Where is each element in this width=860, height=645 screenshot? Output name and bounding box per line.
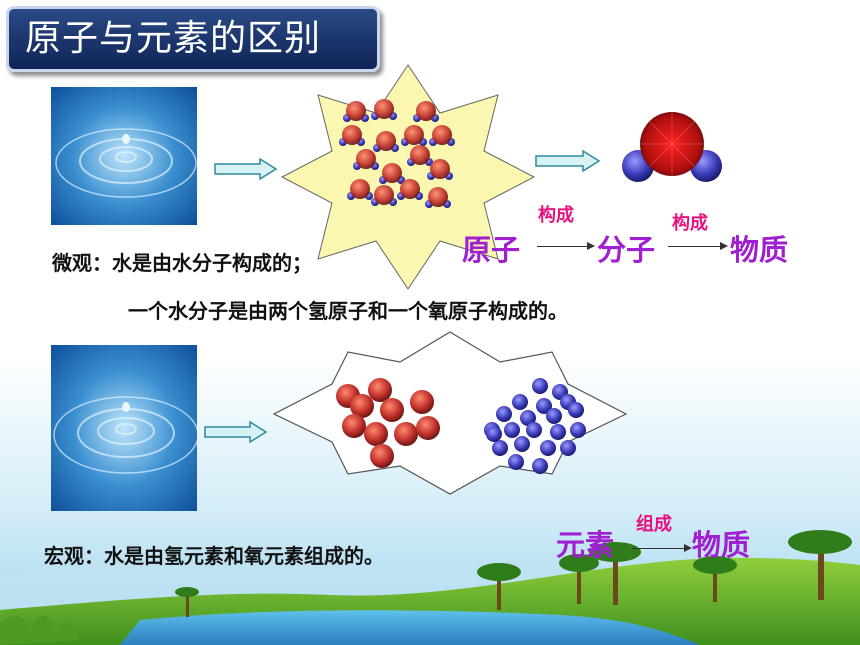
hydrogen-atom-icon bbox=[568, 402, 584, 418]
chain-arrow-2 bbox=[668, 242, 728, 250]
water-molecule-icon bbox=[425, 187, 451, 208]
oxygen-atom-icon bbox=[370, 444, 394, 468]
oxygen-atom-icon bbox=[342, 414, 366, 438]
hydrogen-atom-icon bbox=[492, 440, 508, 456]
hydrogen-atom-icon bbox=[532, 458, 548, 474]
oxygen-atom-icon bbox=[394, 422, 418, 446]
hydrogen-atom-icon bbox=[520, 410, 536, 426]
hydrogen-atom-icon bbox=[536, 398, 552, 414]
micro-text-2: 一个水分子是由两个氢原子和一个氧原子构成的。 bbox=[128, 299, 568, 323]
chain-arrow-3 bbox=[632, 544, 692, 552]
chain-matter-macro: 物质 bbox=[692, 528, 751, 562]
hydrogen-atom-icon bbox=[550, 424, 566, 440]
water-molecule-icon bbox=[343, 101, 369, 122]
chain-arrow-1 bbox=[537, 242, 595, 250]
oxygen-atom-icon bbox=[350, 394, 374, 418]
water-molecule-icon bbox=[347, 179, 373, 200]
relation-label-1: 构成 bbox=[538, 205, 574, 226]
water-molecule-icon bbox=[353, 149, 379, 170]
hydrogen-atom-icon bbox=[486, 426, 502, 442]
hydrogen-atom-icon bbox=[570, 422, 586, 438]
water-molecule-icon bbox=[622, 112, 722, 182]
relation-label-2: 构成 bbox=[672, 213, 708, 234]
water-molecule-icon bbox=[401, 125, 427, 146]
oxygen-atom-icon bbox=[416, 416, 440, 440]
molecules-star-diagram bbox=[280, 64, 536, 290]
arrow-right-icon bbox=[214, 158, 278, 180]
relation-label-3: 组成 bbox=[636, 514, 672, 535]
oxygen-atom-icon bbox=[368, 378, 392, 402]
macro-text: 宏观：水是由氢元素和氧元素组成的。 bbox=[44, 544, 384, 568]
hydrogen-atom-icon bbox=[514, 436, 530, 452]
chain-atom: 原子 bbox=[462, 233, 521, 267]
water-molecule-icon bbox=[339, 125, 365, 146]
hydrogen-atom-icon bbox=[546, 408, 562, 424]
hydrogen-atom-icon bbox=[532, 378, 548, 394]
water-molecule-icon bbox=[373, 131, 399, 152]
water-molecule-icon bbox=[429, 125, 455, 146]
hydrogen-atom-icon bbox=[512, 394, 528, 410]
water-molecule-icon bbox=[397, 179, 423, 200]
water-molecule-icon bbox=[427, 159, 453, 180]
oxygen-atom-icon bbox=[410, 390, 434, 414]
hydrogen-atom-icon bbox=[526, 422, 542, 438]
oxygen-atom-icon bbox=[364, 422, 388, 446]
chain-element: 元素 bbox=[556, 528, 615, 562]
oxygen-atom-icon bbox=[380, 398, 404, 422]
hydrogen-atom-icon bbox=[504, 422, 520, 438]
micro-text-1: 微观：水是由水分子构成的； bbox=[52, 251, 312, 275]
chain-molecule: 分子 bbox=[597, 233, 656, 267]
hydrogen-atom-icon bbox=[560, 440, 576, 456]
water-ripple-image bbox=[51, 345, 197, 511]
water-ripple-image bbox=[51, 87, 197, 225]
chain-matter: 物质 bbox=[730, 233, 789, 267]
arrow-right-icon bbox=[204, 421, 268, 443]
hydrogen-atom-icon bbox=[496, 406, 512, 422]
hydrogen-atom-icon bbox=[540, 440, 556, 456]
hydrogen-atom-icon bbox=[508, 454, 524, 470]
atoms-star-diagram bbox=[272, 331, 628, 495]
water-molecule-icon bbox=[413, 101, 439, 122]
water-molecule-icon bbox=[371, 99, 397, 120]
page-title: 原子与元素的区别 bbox=[6, 6, 380, 72]
arrow-right-icon bbox=[535, 150, 601, 172]
water-molecule-icon bbox=[371, 185, 397, 206]
water-molecule-icon bbox=[407, 145, 433, 166]
water-molecule-icon bbox=[379, 163, 405, 184]
